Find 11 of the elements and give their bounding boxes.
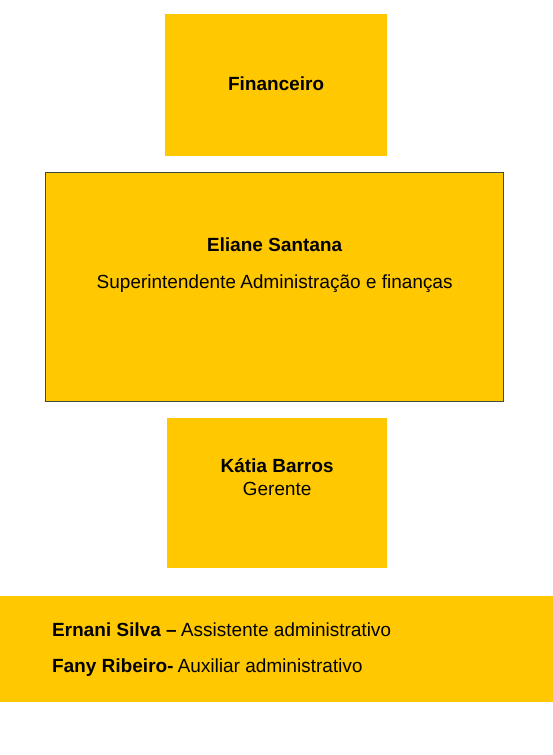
job-title: Gerente bbox=[242, 478, 312, 502]
staff-entry: Fany Ribeiro- Auxiliar administrativo bbox=[52, 656, 362, 678]
person-name: Kátia Barros bbox=[220, 456, 334, 478]
job-title: Superintendente Administração e finanças bbox=[96, 271, 452, 295]
org-box bbox=[45, 172, 504, 402]
org-box bbox=[167, 418, 387, 568]
person-name: Eliane Santana bbox=[206, 235, 342, 257]
staff-entry: Ernani Silva – Assistente administrativo bbox=[52, 620, 391, 642]
org-box bbox=[165, 14, 387, 156]
org-box bbox=[0, 596, 553, 702]
box-title: Financeiro bbox=[228, 74, 324, 96]
